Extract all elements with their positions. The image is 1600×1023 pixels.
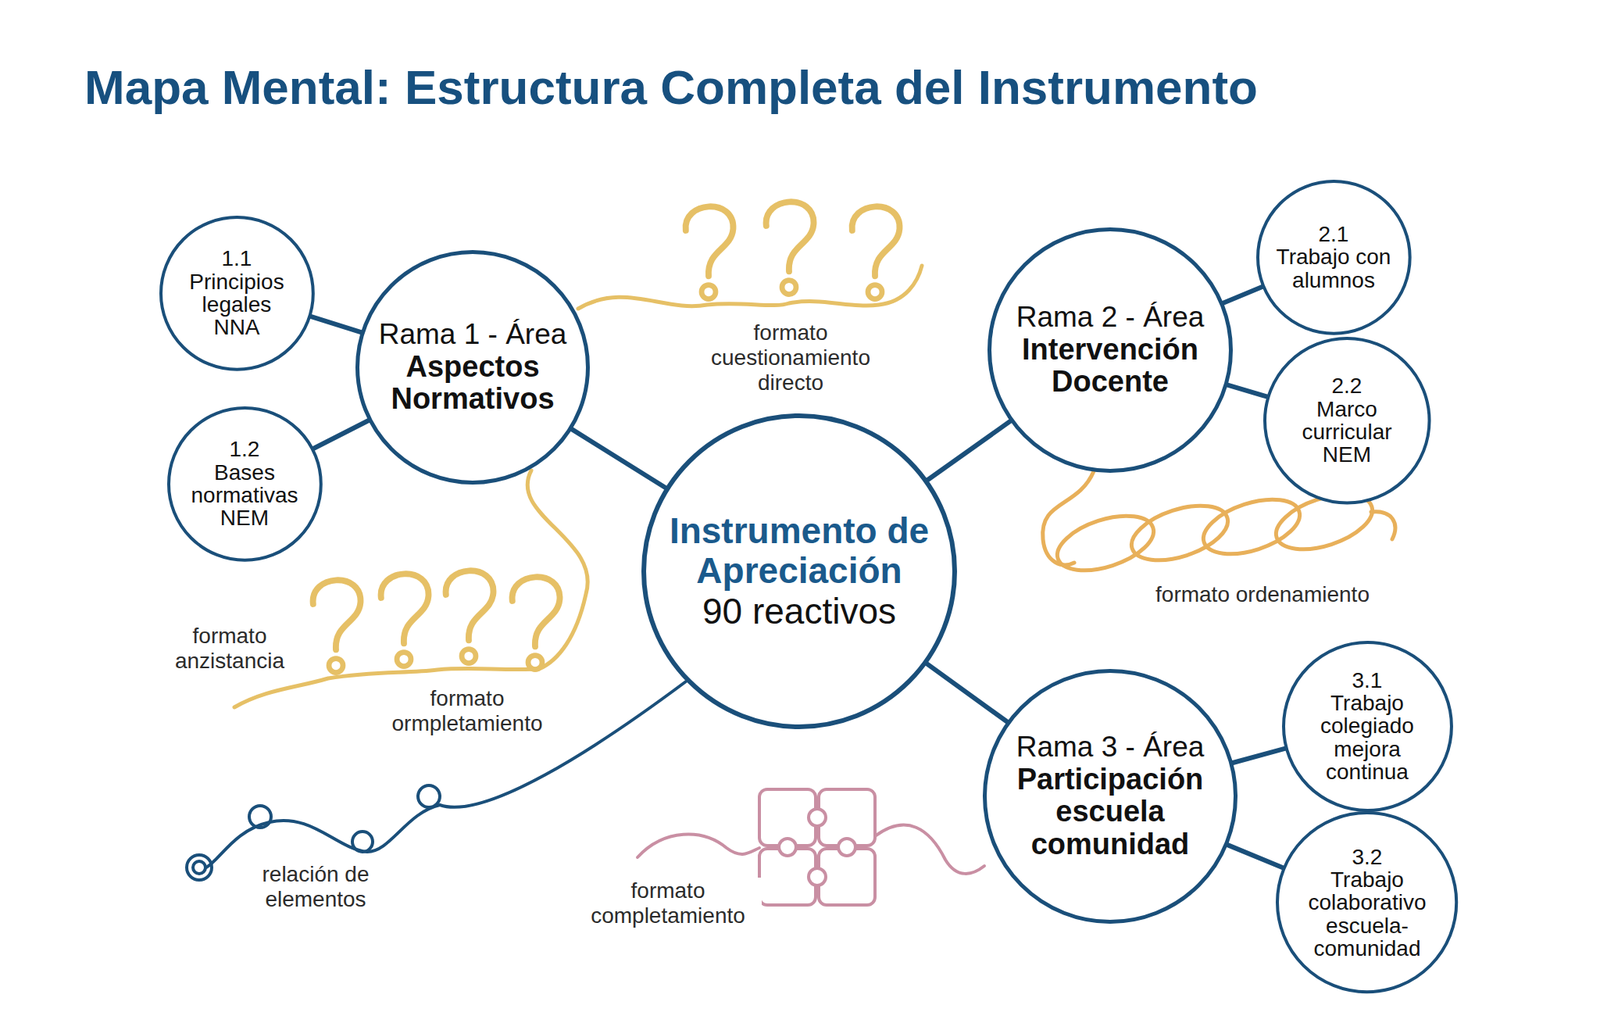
topic-circle: 1.2Bases normativas NEM: [167, 406, 323, 562]
branch-connector: [1232, 748, 1286, 764]
node-heading: Rama 3 - Área: [1012, 731, 1208, 764]
topic-circle: 2.2Marco curricular NEM: [1263, 336, 1432, 505]
hub-circle: Instrumento de Apreciación90 reactivos: [641, 413, 958, 729]
topic-circle: 1.1Principios legales NNA: [159, 215, 315, 372]
branch-connector: [927, 420, 1011, 480]
branch-connector: [1222, 286, 1263, 304]
node-heading: 2.1: [1271, 222, 1397, 246]
node-body: Trabajo colaborativo escuela-comunidad: [1304, 867, 1430, 961]
node-body: Aspectos Normativos: [375, 350, 571, 417]
circle-border: [357, 252, 589, 483]
format-label: formato anzistancia: [161, 622, 299, 675]
branch-connector: [926, 663, 1008, 722]
circle-border: [1283, 642, 1452, 811]
node-body: Bases normativas NEM: [189, 460, 300, 530]
circle-border: [160, 217, 314, 370]
topic-circle: 2.1Trabajo con alumnos: [1256, 179, 1412, 336]
topic-circle: 3.2Trabajo colaborativo escuela-comunida…: [1275, 810, 1458, 993]
node-heading: 1.1: [182, 246, 292, 270]
node-body: Participación escuela comunidad: [1012, 763, 1208, 861]
node-content: 3.2Trabajo colaborativo escuela-comunida…: [1304, 845, 1430, 961]
node-content: Instrumento de Apreciación90 reactivos: [664, 510, 935, 633]
diagram-title: Mapa Mental: Estructura Completa del Ins…: [84, 59, 1258, 115]
format-label: formato ormpletamiento: [373, 685, 561, 737]
circle-border: [1264, 338, 1430, 504]
node-heading: 3.1: [1312, 668, 1422, 692]
node-content: 3.1Trabajo colegiado mejora continua: [1312, 668, 1422, 784]
format-label: formato cuestionamiento directo: [696, 319, 885, 397]
node-content: 2.1Trabajo con alumnos: [1271, 222, 1397, 292]
node-heading: Instrumento de Apreciación: [664, 510, 935, 592]
node-heading: 3.2: [1304, 845, 1430, 868]
branch-circle: Rama 1 - ÁreaAspectos Normativos: [355, 250, 590, 485]
node-content: Rama 2 - ÁreaIntervención Docente: [1012, 301, 1208, 399]
node-heading: Rama 1 - Área: [375, 318, 571, 351]
node-content: 1.1Principios legales NNA: [182, 246, 292, 340]
circle-border: [989, 229, 1232, 472]
format-label: relación de elementos: [245, 860, 386, 913]
topic-circle: 3.1Trabajo colegiado mejora continua: [1282, 640, 1454, 812]
node-content: 1.2Bases normativas NEM: [189, 437, 300, 530]
branch-connector: [1227, 384, 1268, 397]
question-mark-doodle: [578, 201, 922, 309]
circle-border: [643, 415, 955, 727]
node-heading: Rama 2 - Área: [1012, 301, 1208, 334]
node-heading: 1.2: [189, 437, 300, 461]
circle-border: [168, 407, 322, 561]
node-body: 90 reactivos: [664, 591, 935, 633]
node-content: Rama 3 - ÁreaParticipación escuela comun…: [1012, 731, 1208, 861]
circle-border: [985, 671, 1236, 922]
circle-border: [1277, 812, 1457, 992]
branch-circle: Rama 3 - ÁreaParticipación escuela comun…: [982, 668, 1238, 924]
circle-border: [1257, 181, 1411, 334]
node-body: Trabajo colegiado mejora continua: [1312, 691, 1422, 784]
branch-connector: [1227, 844, 1284, 868]
node-body: Trabajo con alumnos: [1271, 245, 1397, 292]
node-heading: 2.2: [1284, 374, 1410, 397]
branch-circle: Rama 2 - ÁreaIntervención Docente: [987, 227, 1233, 473]
format-label: formato ordenamiento: [1145, 581, 1380, 608]
branch-connector: [571, 428, 666, 489]
node-body: Intervención Docente: [1012, 333, 1208, 400]
node-body: Marco curricular NEM: [1284, 397, 1410, 467]
branch-connector: [313, 420, 370, 450]
node-content: 2.2Marco curricular NEM: [1284, 374, 1410, 467]
node-body: Principios legales NNA: [182, 270, 292, 340]
branch-connector: [310, 316, 362, 333]
format-label: formato completamiento: [574, 877, 762, 929]
element-squiggle: [186, 681, 686, 880]
node-content: Rama 1 - ÁreaAspectos Normativos: [375, 318, 571, 416]
